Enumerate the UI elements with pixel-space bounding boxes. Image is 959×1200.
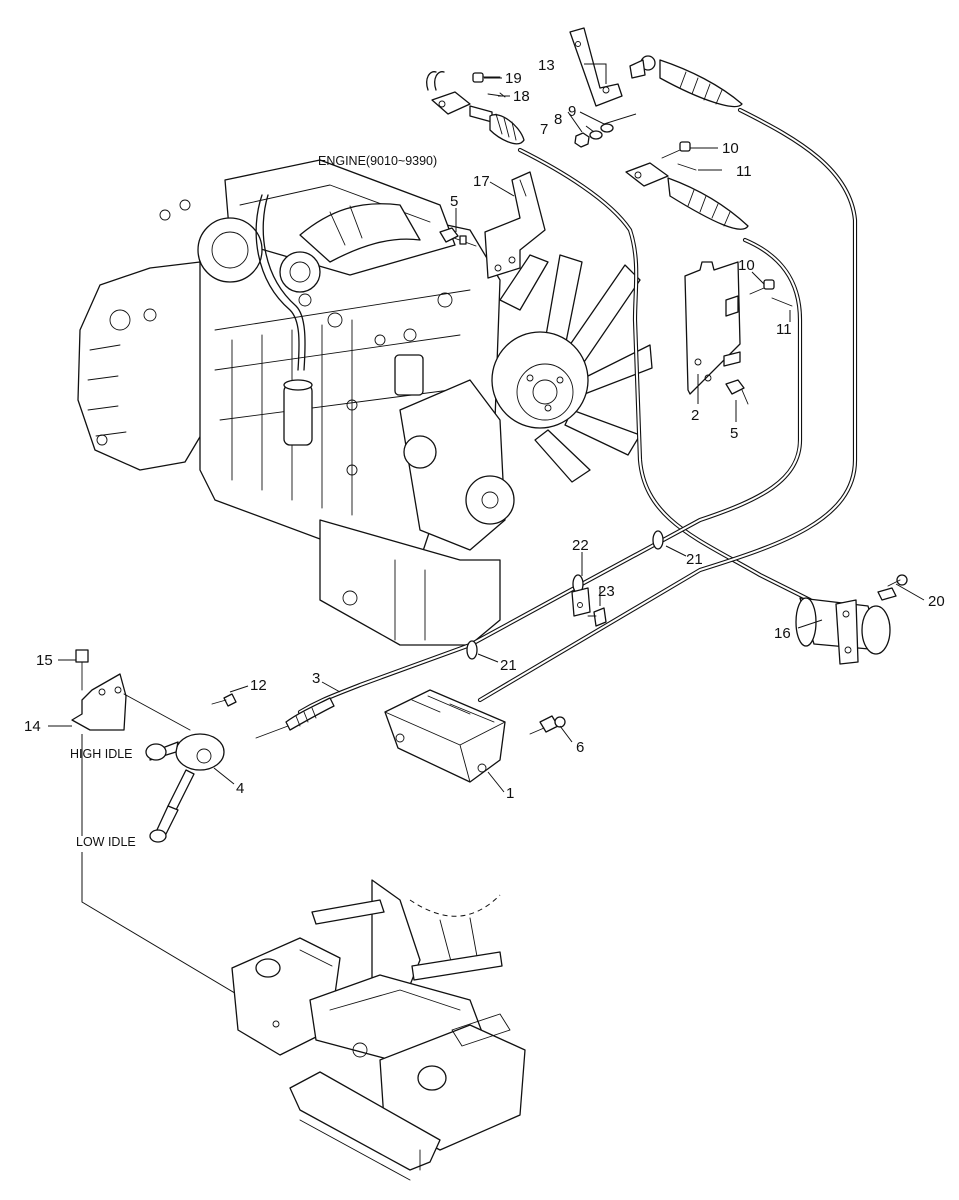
idle-leaders [81,734,281,1021]
callout-5-upper: 5 [450,193,458,210]
cable-end-middle [625,162,749,230]
callout-10-right: 10 [738,257,755,274]
callout-12: 12 [250,677,267,694]
throttle-cable-end [255,697,335,739]
callout-9: 9 [568,103,576,120]
lever-assembly [71,649,237,843]
cable-end-upper-left [426,71,525,145]
callout-21-lower: 21 [500,657,517,674]
callout-23: 23 [598,583,615,600]
high-idle-label: HIGH IDLE [70,747,133,761]
fasteners-top [439,72,793,405]
cables [297,107,858,715]
callout-11-top: 11 [736,163,752,180]
actuator-16 [795,574,908,665]
bracket-13 [569,27,623,107]
callout-15: 15 [36,652,53,669]
callout-17: 17 [473,173,490,190]
callout-2: 2 [691,407,699,424]
low-idle-label: LOW IDLE [76,835,136,849]
operator-seat [231,879,526,1181]
bracket-17 [484,171,546,279]
engine-illustration [77,159,653,646]
callout-22: 22 [572,537,589,554]
callout-21-upper: 21 [686,551,703,568]
callout-10-top: 10 [722,140,739,157]
callout-11-right: 11 [776,321,792,338]
callout-18: 18 [513,88,530,105]
callout-1: 1 [506,785,514,802]
callouts: 13 19 18 9 8 7 10 11 17 5 10 11 2 5 22 2… [24,57,945,802]
callout-13: 13 [538,57,555,74]
engine-label: ENGINE(9010~9390) [318,154,437,168]
bracket-2 [684,261,741,395]
callout-7: 7 [540,121,548,138]
callout-19: 19 [505,70,522,87]
fan [491,254,653,483]
callout-8: 8 [554,111,562,128]
callout-20: 20 [928,593,945,610]
callout-5-lower: 5 [730,425,738,442]
callout-16: 16 [774,625,791,642]
leader-lines [48,63,925,793]
callout-3: 3 [312,670,320,687]
callout-4: 4 [236,780,244,797]
callout-6: 6 [576,739,584,756]
cable-end-upper-right [629,55,743,108]
cable-clamps [466,530,664,660]
control-box-1 [384,689,566,783]
callout-14: 14 [24,718,41,735]
